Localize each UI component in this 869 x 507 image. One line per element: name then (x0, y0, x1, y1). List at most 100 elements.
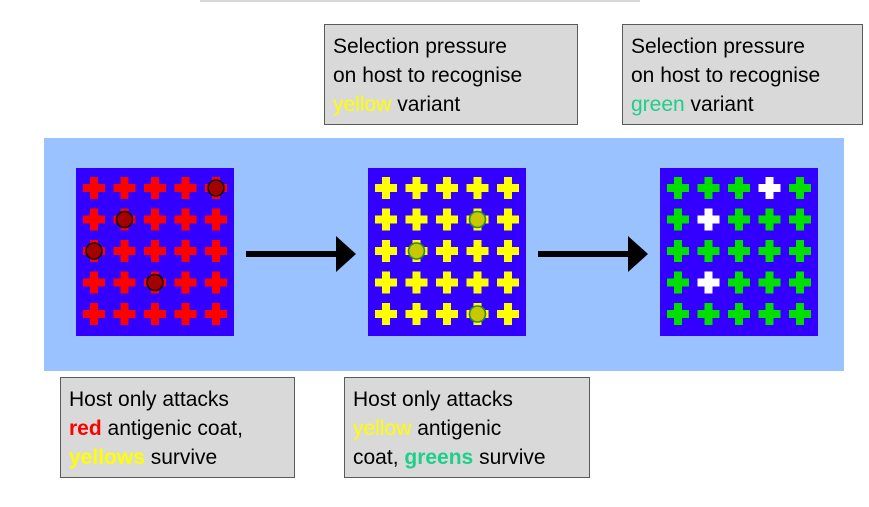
yellow-coat-icon (436, 177, 458, 199)
red-population-panel (76, 168, 234, 336)
green-population-panel (660, 168, 818, 336)
yellow-word: yellow (333, 93, 392, 116)
note-selection-green: Selection pressure on host to recognise … (622, 24, 863, 125)
red-coat-icon (205, 271, 227, 294)
note-text: coat, (353, 446, 405, 469)
yellow-coat-icon (436, 208, 458, 231)
red-coat-icon (174, 271, 197, 294)
yellow-coat-icon (497, 208, 519, 231)
green-coat-icon (789, 240, 811, 262)
greens-word: greens (404, 446, 474, 469)
note-line: on host to recognise (333, 64, 523, 87)
note-text: variant (391, 93, 461, 116)
yellow-coat-icon (375, 177, 397, 199)
yellow-coat-icon (375, 271, 397, 294)
red-coat-icon (113, 271, 136, 294)
yellow-coat-icon (497, 240, 519, 262)
red-coat-icon (205, 303, 227, 325)
yellow-coat-icon (405, 303, 428, 325)
green-word: green (631, 93, 685, 116)
green-coat-icon (789, 303, 811, 325)
green-coat-icon (728, 208, 750, 231)
green-coat-icon (697, 240, 720, 262)
red-population-grid (83, 177, 227, 325)
yellow-coat-icon (436, 240, 458, 262)
red-coat-icon (144, 240, 166, 262)
yellow-word: yellow (353, 417, 412, 440)
yellow-coat-icon (375, 240, 397, 262)
note-line: yellow variant (333, 90, 569, 119)
note-line: yellows survive (69, 443, 286, 472)
note-line: red antigenic coat, (69, 414, 286, 443)
note-line: Host only attacks (353, 388, 513, 411)
yellow-coat-icon (497, 303, 519, 325)
attack-mark-icon (146, 273, 164, 292)
green-coat-icon (667, 208, 689, 231)
red-coat-icon (83, 303, 105, 325)
note-host-attacks-red: Host only attacks red antigenic coat, ye… (60, 377, 295, 478)
yellow-coat-icon (466, 240, 489, 262)
note-line: on host to recognise (631, 64, 821, 87)
red-coat-icon (205, 240, 227, 262)
attack-mark-icon (407, 242, 426, 260)
note-line: yellow antigenic (353, 414, 581, 443)
green-coat-icon (758, 240, 781, 262)
red-coat-icon (113, 303, 136, 325)
green-coat-icon (758, 208, 781, 231)
red-coat-icon (113, 177, 136, 199)
note-line: coat, greens survive (353, 443, 581, 472)
attack-mark-icon (468, 210, 487, 229)
note-host-attacks-yellow: Host only attacks yellow antigenic coat,… (344, 377, 590, 478)
yellow-coat-icon (466, 177, 489, 199)
yellow-population-panel (368, 168, 526, 336)
yellow-coat-icon (405, 271, 428, 294)
green-coat-icon (667, 303, 689, 325)
red-coat-icon (83, 177, 105, 199)
red-coat-icon (113, 240, 136, 262)
note-text: survive (144, 446, 218, 469)
attack-mark-icon (207, 179, 225, 197)
yellow-coat-icon (375, 208, 397, 231)
yellow-coat-icon (436, 303, 458, 325)
yellow-coat-icon (375, 303, 397, 325)
attack-mark-icon (85, 242, 103, 260)
green-coat-icon (789, 208, 811, 231)
green-coat-icon (758, 271, 781, 294)
green-population-grid (667, 177, 811, 325)
note-text: variant (684, 93, 754, 116)
white-coat-icon (758, 177, 781, 199)
green-coat-icon (728, 303, 750, 325)
red-coat-icon (174, 240, 197, 262)
red-coat-icon (205, 208, 227, 231)
attack-mark-icon (115, 210, 134, 229)
attack-mark-icon (468, 305, 487, 323)
green-coat-icon (789, 271, 811, 294)
green-coat-icon (667, 240, 689, 262)
yellow-coat-icon (497, 177, 519, 199)
note-text: antigenic (411, 417, 502, 440)
top-divider-line (200, 0, 640, 2)
red-coat-icon (174, 177, 197, 199)
red-coat-icon (144, 208, 166, 231)
green-coat-icon (697, 177, 720, 199)
white-coat-icon (697, 208, 720, 231)
green-coat-icon (728, 271, 750, 294)
yellow-coat-icon (405, 208, 428, 231)
white-coat-icon (697, 271, 720, 294)
red-coat-icon (144, 303, 166, 325)
green-coat-icon (667, 271, 689, 294)
red-coat-icon (174, 208, 197, 231)
note-selection-yellow: Selection pressure on host to recognise … (324, 24, 578, 125)
note-line: Selection pressure (333, 35, 507, 58)
green-coat-icon (789, 177, 811, 199)
note-line: Selection pressure (631, 35, 805, 58)
note-text: survive (473, 446, 546, 469)
yellows-word: yellows (69, 446, 145, 469)
arrow-right-icon (246, 236, 356, 272)
green-coat-icon (728, 177, 750, 199)
green-coat-icon (728, 240, 750, 262)
red-coat-icon (174, 303, 197, 325)
red-word: red (69, 417, 102, 440)
red-coat-icon (83, 208, 105, 231)
note-text: antigenic coat, (101, 417, 243, 440)
